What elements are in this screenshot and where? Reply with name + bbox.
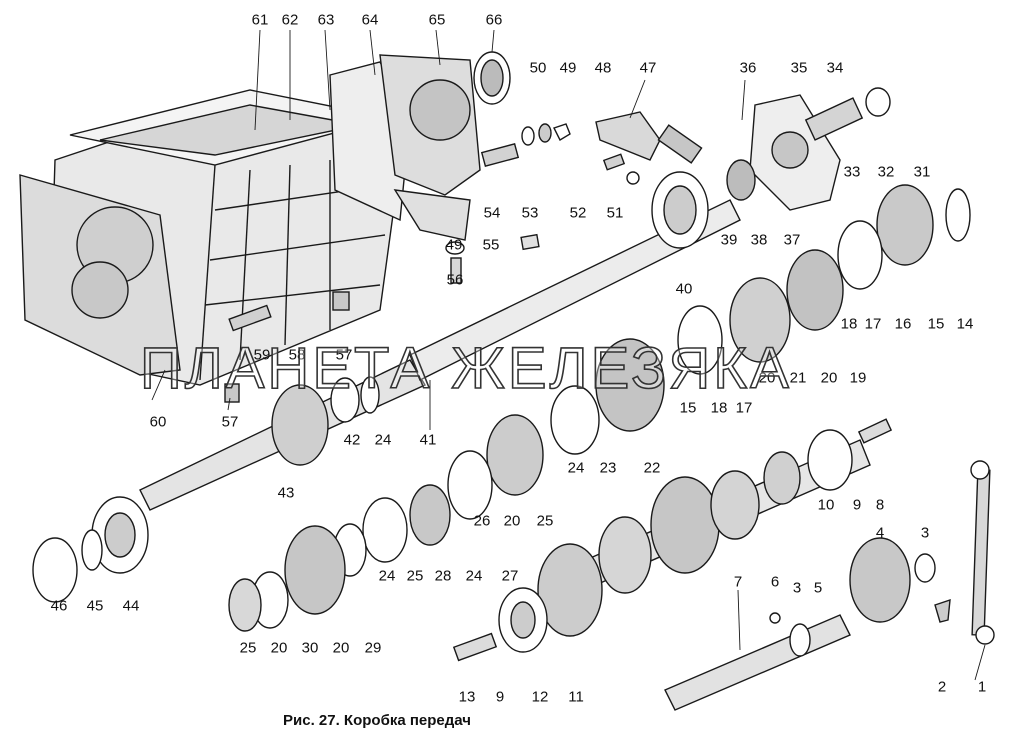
part-label: 24	[378, 567, 396, 585]
rear-cover	[329, 51, 511, 241]
part-label: 43	[277, 484, 295, 502]
leader-lines	[151, 29, 986, 681]
part-label: 63	[317, 11, 335, 29]
part-label: 30	[301, 639, 319, 657]
part-label: 17	[864, 315, 882, 333]
part-label: 24	[567, 459, 585, 477]
part-label: 39	[720, 231, 738, 249]
part-label: 40	[675, 280, 693, 298]
main-shaft	[139, 171, 741, 511]
part-label: 11	[568, 688, 584, 706]
part-label: 20	[270, 639, 288, 657]
part-label: 57	[221, 413, 239, 431]
part-label: 12	[531, 688, 549, 706]
part-label: 22	[643, 459, 661, 477]
part-label: 13	[458, 688, 476, 706]
part-label: 54	[483, 204, 501, 222]
part-label: 18	[710, 399, 728, 417]
part-label: 5	[813, 579, 823, 597]
part-label: 41	[419, 431, 437, 449]
part-label: 24	[465, 567, 483, 585]
part-label: 35	[790, 59, 808, 77]
part-label: 29	[364, 639, 382, 657]
part-label: 36	[739, 59, 757, 77]
part-label: 26	[473, 512, 491, 530]
part-label: 9	[495, 688, 505, 706]
part-label: 28	[434, 567, 452, 585]
part-label: 42	[343, 431, 361, 449]
part-label: 25	[406, 567, 424, 585]
gearbox-housing	[19, 89, 396, 386]
part-label: 55	[482, 236, 500, 254]
part-label: 20	[332, 639, 350, 657]
part-label: 7	[733, 573, 743, 591]
gear-selector	[595, 111, 703, 164]
part-label: 3	[792, 579, 802, 597]
part-label: 20	[503, 512, 521, 530]
part-label: 44	[122, 597, 140, 615]
small-fasteners	[224, 123, 640, 403]
part-label: 9	[852, 496, 862, 514]
front-bearing	[32, 496, 149, 603]
gear-train	[228, 184, 971, 632]
part-label: 57	[335, 346, 353, 364]
part-label: 65	[428, 11, 446, 29]
part-label: 62	[281, 11, 299, 29]
reverse-idler	[664, 537, 951, 711]
part-label: 4	[875, 524, 885, 542]
part-label: 61	[251, 11, 269, 29]
part-label: 19	[849, 369, 867, 387]
part-label: 33	[843, 163, 861, 181]
part-label: 2	[937, 678, 947, 696]
part-label: 18	[840, 315, 858, 333]
part-label: 45	[86, 597, 104, 615]
part-label: 3	[920, 524, 930, 542]
part-label: 15	[927, 315, 945, 333]
part-label: 27	[501, 567, 519, 585]
part-label: 32	[877, 163, 895, 181]
part-label: 46	[50, 597, 68, 615]
part-label: 49	[445, 236, 463, 254]
part-label: 56	[446, 271, 464, 289]
part-label: 52	[569, 204, 587, 222]
part-label: 10	[817, 496, 835, 514]
part-label: 48	[594, 59, 612, 77]
part-label: 49	[559, 59, 577, 77]
part-label: 66	[485, 11, 503, 29]
part-label: 38	[750, 231, 768, 249]
part-label: 58	[288, 346, 306, 364]
part-label: 34	[826, 59, 844, 77]
part-label: 6	[770, 573, 780, 591]
shift-lever	[970, 460, 995, 645]
part-label: 25	[239, 639, 257, 657]
part-label: 37	[783, 231, 801, 249]
part-label: 53	[521, 204, 539, 222]
part-label: 50	[529, 59, 547, 77]
part-label: 51	[606, 204, 624, 222]
part-label: 59	[253, 346, 271, 364]
part-label: 24	[374, 431, 392, 449]
figure-caption: Рис. 27. Коробка передач	[283, 712, 471, 729]
countershaft	[452, 418, 893, 662]
part-label: 17	[735, 399, 753, 417]
part-label: 21	[789, 369, 807, 387]
part-label: 47	[639, 59, 657, 77]
bearing-flange	[726, 87, 891, 211]
part-label: 64	[361, 11, 379, 29]
part-label: 31	[913, 163, 931, 181]
part-label: 20	[820, 369, 838, 387]
part-label: 16	[894, 315, 912, 333]
part-label: 15	[679, 399, 697, 417]
part-label: 23	[599, 459, 617, 477]
part-label: 8	[875, 496, 885, 514]
part-label: 14	[956, 315, 974, 333]
part-label: 1	[977, 678, 987, 696]
part-label: 60	[149, 413, 167, 431]
part-label: 25	[536, 512, 554, 530]
part-label: 20	[758, 369, 776, 387]
